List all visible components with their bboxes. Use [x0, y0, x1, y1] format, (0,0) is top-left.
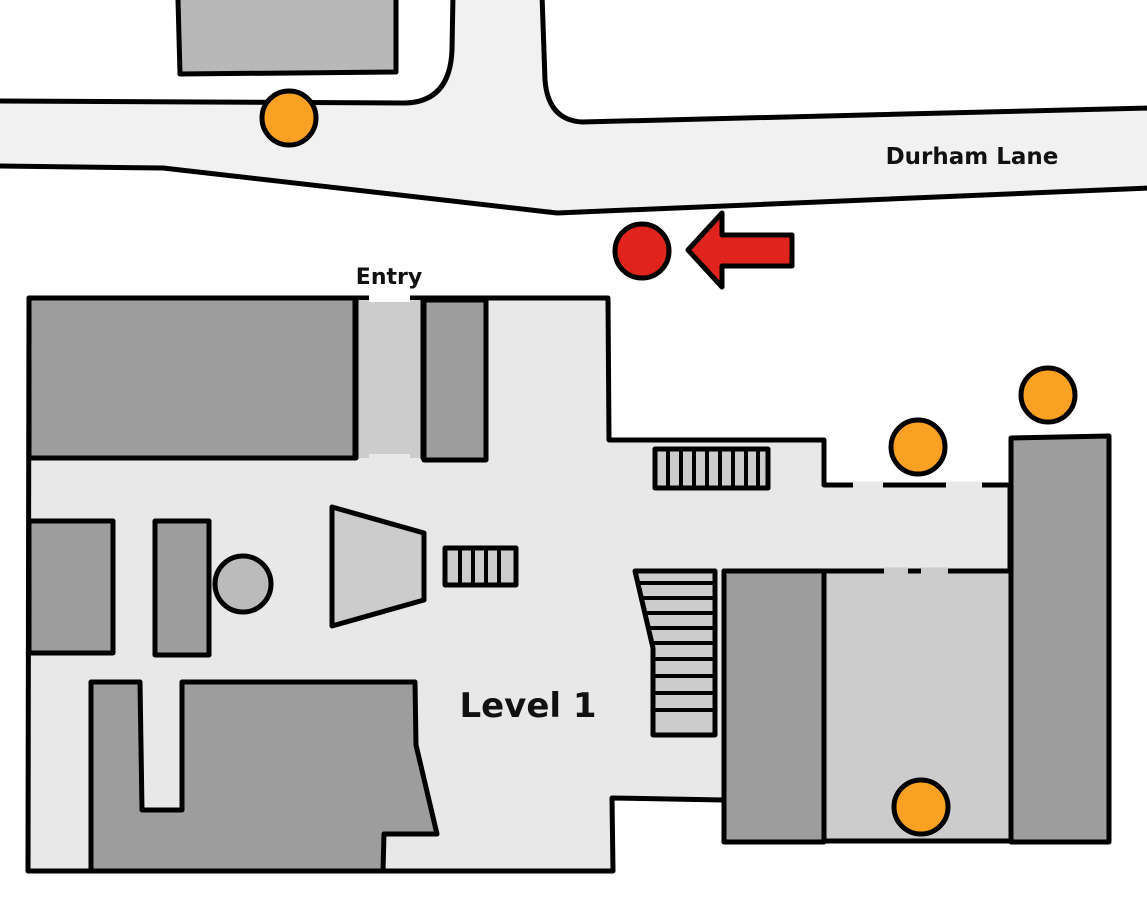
- round-feature: [212, 553, 274, 615]
- poi-marker-road[interactable]: [259, 88, 319, 148]
- room-upper-left: [26, 295, 358, 461]
- stairs-icon-small: [442, 545, 519, 588]
- level-label: Level 1: [459, 686, 596, 726]
- room-right-tall: [1008, 433, 1112, 845]
- direction-arrow-icon: [685, 210, 795, 290]
- poi-marker-east[interactable]: [1018, 365, 1078, 425]
- room-column: [152, 518, 212, 658]
- room-right-lower: [721, 568, 827, 845]
- trapezoid-feature: [329, 504, 427, 629]
- poi-marker-hall[interactable]: [891, 777, 951, 837]
- stairs-icon-curved: [632, 568, 718, 738]
- entry-passage: [356, 300, 423, 458]
- entry-label: Entry: [356, 265, 422, 290]
- street-label: Durham Lane: [886, 144, 1059, 170]
- current-location-marker[interactable]: [612, 221, 672, 281]
- poi-marker-corridor[interactable]: [888, 417, 948, 477]
- room-bottom-left: [88, 679, 440, 874]
- road: [0, 0, 1147, 216]
- stairs-icon-corridor: [652, 446, 771, 491]
- room-upper-mid: [421, 297, 489, 463]
- building-block-top: [175, 0, 399, 77]
- room-left-middle: [26, 518, 116, 656]
